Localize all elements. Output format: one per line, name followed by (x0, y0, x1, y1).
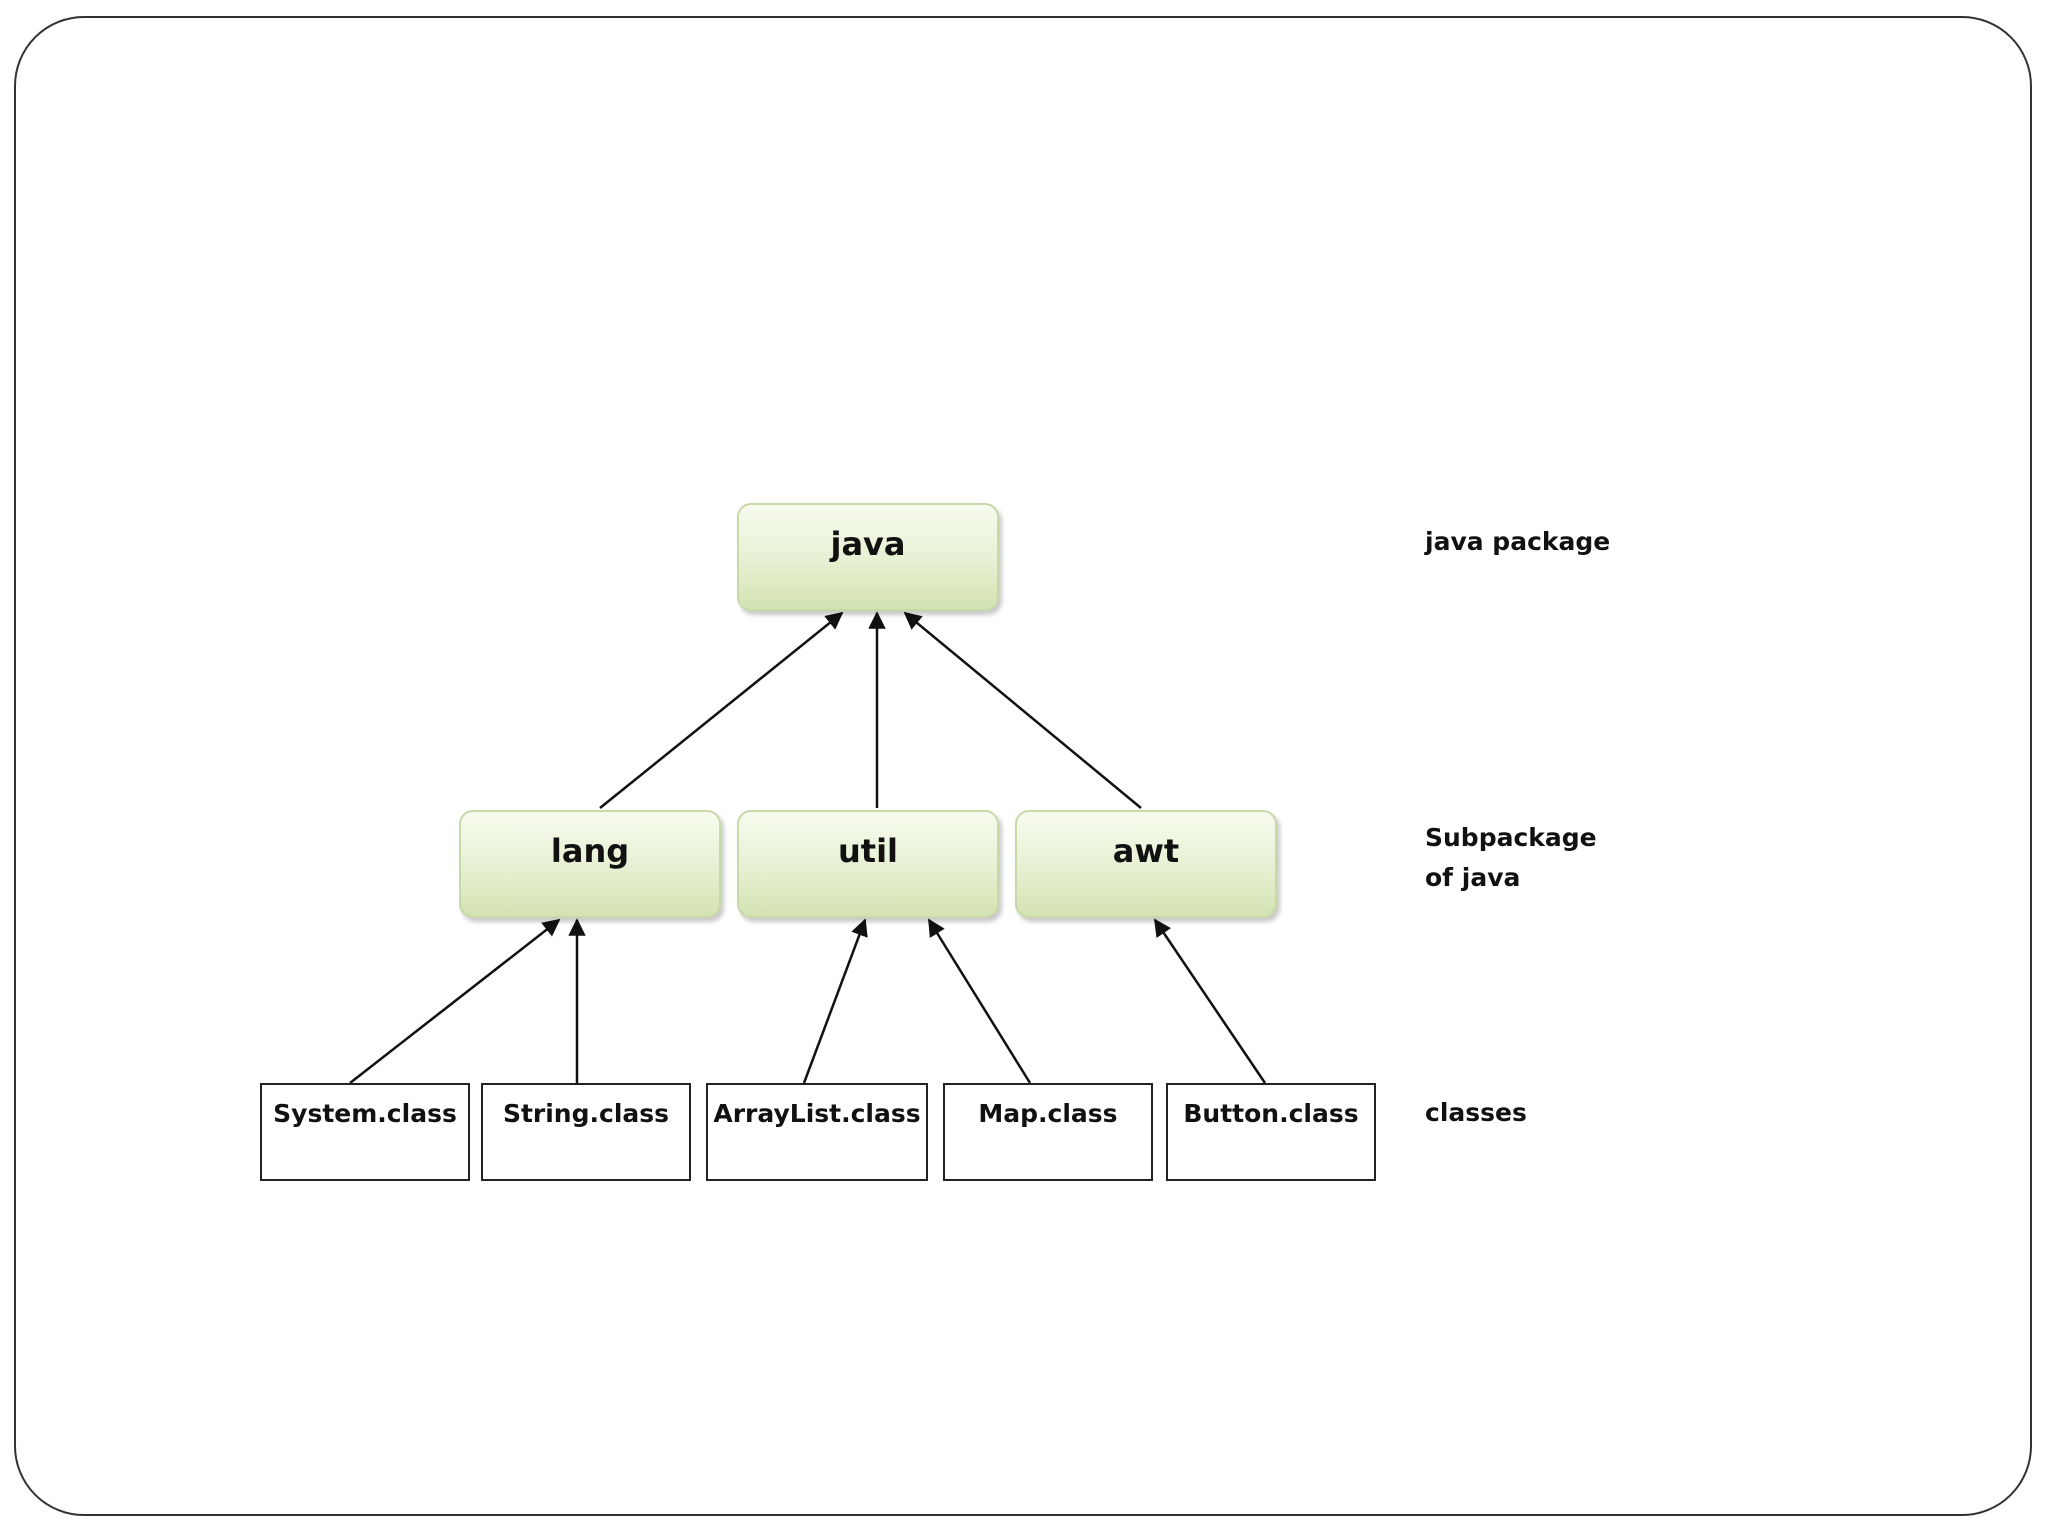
slide-frame (14, 16, 2032, 1516)
subpackage-lang: lang (459, 810, 721, 918)
label-java-package: java package (1425, 527, 1611, 556)
class-button: Button.class (1166, 1083, 1376, 1181)
subpackage-util: util (737, 810, 999, 918)
class-system: System.class (260, 1083, 470, 1181)
arrow-button-to-awt (1153, 918, 1267, 1084)
class-arraylist: ArrayList.class (706, 1083, 928, 1181)
arrow-system-to-lang (349, 918, 561, 1084)
arrow-arraylist-to-util (802, 918, 868, 1084)
arrow-map-to-util (927, 918, 1032, 1084)
subpackage-awt: awt (1015, 810, 1277, 918)
label-subpackage-line1: Subpackage (1425, 823, 1597, 852)
package-java: java (737, 503, 999, 611)
class-map: Map.class (943, 1083, 1153, 1181)
class-string: String.class (481, 1083, 691, 1181)
label-subpackage-line2: of java (1425, 863, 1521, 892)
label-classes: classes (1425, 1098, 1527, 1127)
arrow-awt-to-java (903, 611, 1142, 809)
arrow-lang-to-java (599, 611, 844, 809)
